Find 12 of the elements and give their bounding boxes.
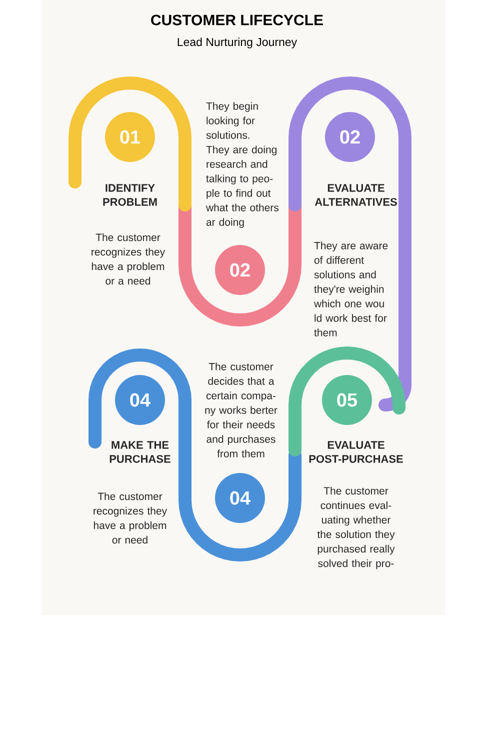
step-description: They are aware of different solutions and they're weighin which one wou ld work best for them <box>314 242 388 336</box>
step-heading: IDENTIFY PROBLEM <box>103 184 157 206</box>
step-description: The customer decides that a certain compa- ny works berter for their needs and purchases from them <box>205 362 278 458</box>
step-heading: EVALUATE POST-PURCHASE <box>309 441 403 463</box>
step-heading: MAKE THE PURCHASE <box>110 441 170 463</box>
step-description: The customer recognizes they have a problem or a need <box>92 233 166 285</box>
step-heading: EVALUATE ALTERNATIVES <box>314 184 397 206</box>
step-description: They begin looking for solutions. They are doing research and talking to peo- ple to find out what the others ar doing <box>206 102 279 228</box>
step-description: The customer recognizes they have a problem or need <box>94 492 168 544</box>
subtitle: Lead Nurturing Journey <box>178 38 298 48</box>
title: CUSTOMER LIFECYCLE <box>151 14 323 26</box>
step-description: The customer continues eval- uating whether the solution they purchased really solved their pro- <box>317 486 395 570</box>
